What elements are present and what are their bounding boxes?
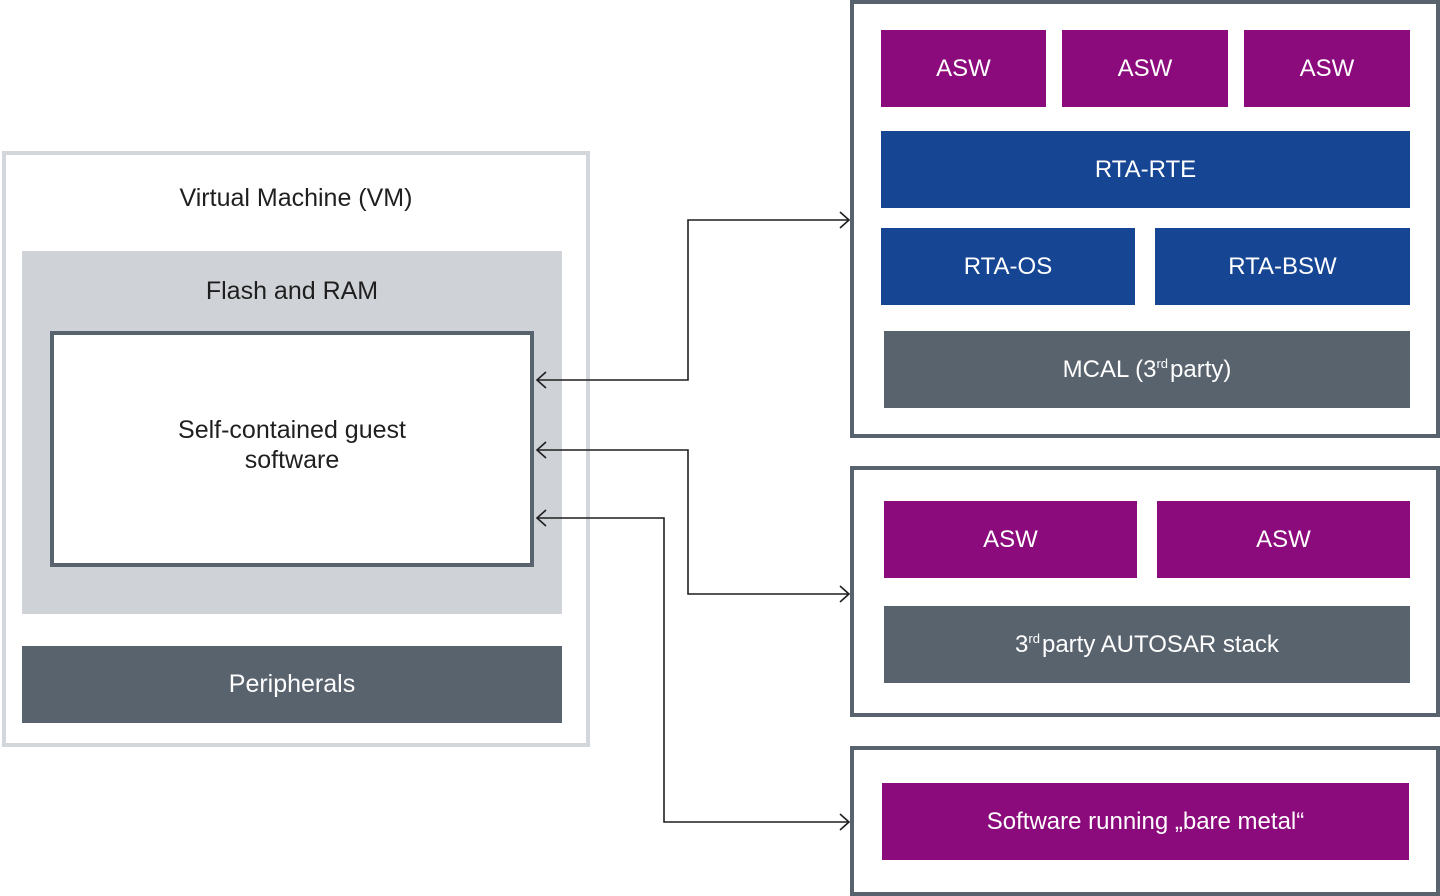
ecu-1-asw-block-1: ASW <box>881 30 1046 107</box>
ecu-2-asw-block-1: ASW <box>884 501 1137 578</box>
arrowhead-ecu-3 <box>839 813 851 831</box>
asw-label: ASW <box>983 525 1038 553</box>
mcal-block: MCAL (3rdparty) <box>884 331 1410 408</box>
mcal-label-superscript: rd <box>1156 355 1168 371</box>
asw-label: ASW <box>936 54 991 82</box>
ecu-2-asw-block-2: ASW <box>1157 501 1410 578</box>
asw-label: ASW <box>1299 54 1355 82</box>
autosar-stack-label-end: party AUTOSAR stack <box>1041 630 1279 658</box>
autosar-stack-block: 3rdparty AUTOSAR stack <box>884 606 1410 683</box>
rta-bsw-label: RTA-BSW <box>1228 252 1337 280</box>
rta-rte-label: RTA-RTE <box>1094 155 1197 183</box>
mcal-label-end: party) <box>1170 355 1232 383</box>
connector-to-ecu-1 <box>537 219 849 381</box>
arrowhead-ecu-2 <box>839 585 851 603</box>
ecu-1-asw-block-3: ASW <box>1244 30 1410 107</box>
asw-label: ASW <box>1117 54 1173 82</box>
asw-label: ASW <box>1256 525 1311 553</box>
autosar-stack-label-start: 3 <box>1015 630 1029 658</box>
virtual-machine-title: Virtual Machine (VM) <box>179 184 413 212</box>
connector-to-ecu-2 <box>537 449 849 595</box>
rta-os-label: RTA-OS <box>963 252 1053 280</box>
guest-software-line-1: Self-contained guest <box>178 416 406 444</box>
arrowhead-guest-2 <box>535 441 547 459</box>
rta-bsw-block: RTA-BSW <box>1155 228 1410 305</box>
arrowhead-guest-3 <box>535 509 547 527</box>
autosar-stack-label: 3rdparty AUTOSAR stack <box>1015 631 1279 659</box>
arrowhead-ecu-1 <box>839 211 851 229</box>
mcal-label-start: MCAL (3 <box>1062 355 1157 383</box>
guest-software-box <box>50 331 534 567</box>
guest-software-label: Self-contained guest software <box>50 415 534 475</box>
guest-software-line-2: software <box>244 446 340 474</box>
ecu-1-asw-block-2: ASW <box>1062 30 1228 107</box>
mcal-label: MCAL (3rdparty) <box>1063 356 1232 384</box>
rta-rte-block: RTA-RTE <box>881 131 1410 208</box>
connector-to-ecu-3 <box>537 517 849 823</box>
peripherals-block: Peripherals <box>22 646 562 723</box>
bare-metal-block: Software running „bare metal“ <box>882 783 1409 860</box>
arrowhead-guest-1 <box>535 371 547 389</box>
autosar-stack-label-superscript: rd <box>1028 630 1040 646</box>
rta-os-block: RTA-OS <box>881 228 1135 305</box>
flash-ram-title: Flash and RAM <box>205 277 379 305</box>
bare-metal-label: Software running „bare metal“ <box>986 807 1305 835</box>
peripherals-label: Peripherals <box>228 670 356 698</box>
